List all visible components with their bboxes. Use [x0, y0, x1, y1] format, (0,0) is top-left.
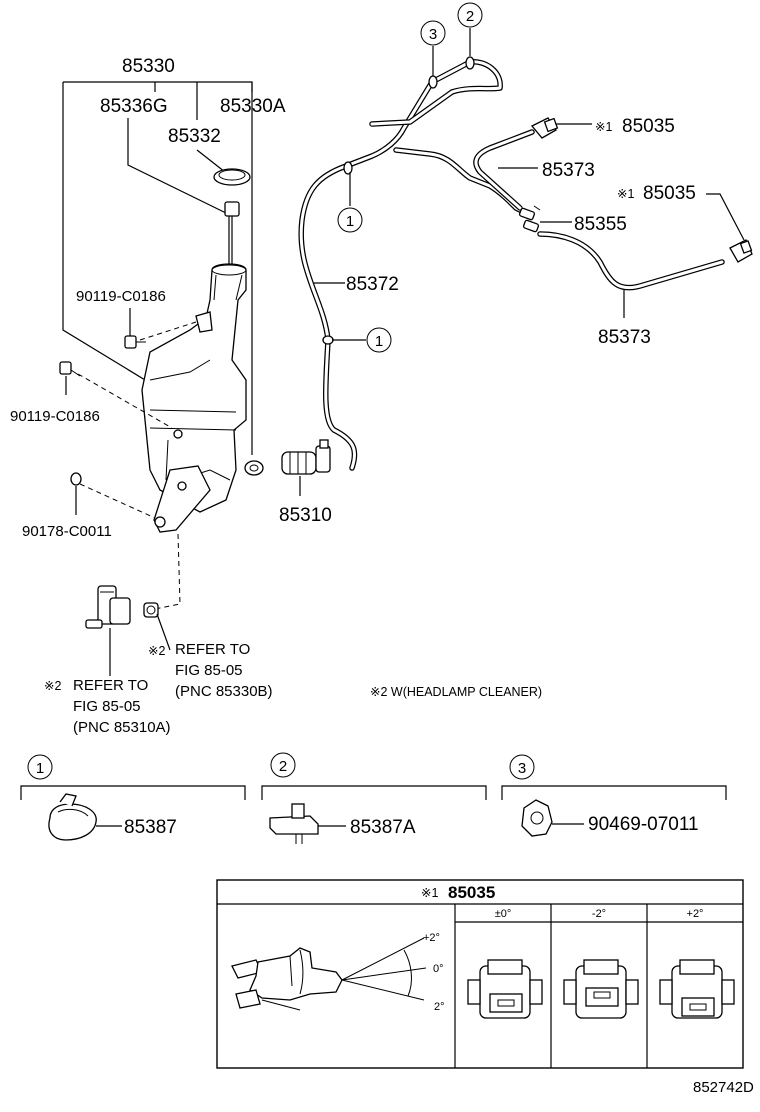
dashed-bolt-lower — [77, 373, 173, 429]
joint-85355 — [518, 205, 541, 233]
dashed-to-pump — [149, 533, 181, 611]
ref-left-line3: (PNC 85310A) — [73, 719, 171, 736]
leader-85330-left — [62, 82, 151, 384]
dashed-bolt-upper — [139, 321, 197, 341]
callout-3: 3 — [420, 20, 446, 76]
label-85336G: 85336G — [100, 96, 168, 117]
pump-85310A — [85, 585, 131, 629]
nozzle-85035-lower — [729, 239, 753, 263]
label-85310: 85310 — [279, 505, 332, 526]
angle-minus: 2° — [434, 1001, 445, 1013]
grommet-85330B — [143, 602, 159, 618]
mark1-upper: ※1 — [595, 120, 612, 134]
washer-pump-85310 — [281, 439, 331, 475]
label-85355: 85355 — [574, 214, 627, 235]
svg-text:1: 1 — [36, 760, 44, 777]
ref-right-line3: (PNC 85330B) — [175, 683, 273, 700]
note-headlamp-cleaner: ※2 W(HEADLAMP CLEANER) — [370, 685, 542, 699]
clip-90469 — [521, 799, 553, 837]
ref-left-line1: REFER TO — [73, 677, 148, 694]
svg-text:3: 3 — [518, 760, 526, 777]
nozzle-front-plus — [659, 959, 735, 1019]
svg-text:1: 1 — [346, 213, 354, 230]
nozzle-angle-table: ※1 85035 ±0° -2° +2° +2° 0° 2° — [216, 879, 744, 1069]
label-85373-lower: 85373 — [598, 327, 651, 348]
svg-text:2: 2 — [466, 8, 474, 25]
washer-reservoir — [141, 263, 247, 513]
detail-3: 3 90469-07011 — [501, 754, 727, 837]
svg-text:1: 1 — [375, 333, 383, 350]
nozzle-front-minus — [563, 959, 639, 1019]
mark1-lower: ※1 — [617, 187, 634, 201]
detail-1: 1 85387 — [20, 754, 246, 841]
detail-2: 2 85387A — [261, 752, 487, 844]
ref-left-line2: FIG 85-05 — [73, 698, 141, 715]
svg-text:3: 3 — [429, 26, 437, 43]
label-85330: 85330 — [122, 56, 175, 77]
callout-1-lower: 1 — [332, 327, 392, 353]
ref-right-line2: FIG 85-05 — [175, 662, 243, 679]
grommet-85330A — [244, 460, 264, 476]
table-title-mark: ※1 — [421, 886, 438, 900]
label-85373-upper: 85373 — [542, 160, 595, 181]
bolt-upper — [124, 335, 146, 349]
level-sensor — [224, 201, 240, 268]
hose-routing — [298, 59, 725, 471]
label-90469: 90469-07011 — [588, 814, 699, 835]
leader-85330B — [156, 613, 171, 651]
label-90178: 90178-C0011 — [22, 523, 112, 540]
spray-angle-lines — [341, 937, 427, 1001]
pump-ref-group: ※2 REFER TO FIG 85-05 (PNC 85330B) ※2 RE… — [44, 585, 273, 736]
angle-plus: +2° — [423, 932, 440, 944]
table-title: 85035 — [448, 883, 495, 902]
nozzle-front-zero — [467, 959, 543, 1019]
tab-upper — [195, 311, 213, 333]
reservoir-bracket — [153, 465, 211, 533]
mark2-left: ※2 — [44, 679, 61, 693]
nozzle-side-view — [231, 947, 343, 1011]
label-85330A: 85330A — [220, 96, 286, 117]
clip-85387 — [48, 793, 97, 841]
leader-85035-lower — [706, 193, 745, 241]
callout-1-upper: 1 — [337, 172, 363, 233]
callout-2: 2 — [457, 2, 483, 56]
label-85387: 85387 — [124, 817, 177, 838]
label-85372: 85372 — [346, 274, 399, 295]
mark2-right: ※2 — [148, 644, 165, 658]
col-plus: +2° — [687, 908, 704, 920]
col-zero: ±0° — [495, 908, 512, 920]
hose-clip-markers — [322, 56, 475, 345]
clip-85387A — [269, 803, 319, 844]
clip-90178 — [70, 472, 82, 486]
diagram-id: 852742D — [693, 1079, 754, 1096]
nozzle-85035-upper — [530, 117, 559, 139]
label-85035-lower: 85035 — [643, 183, 696, 204]
reservoir-cap — [213, 168, 251, 186]
label-bolt-lower: 90119-C0186 — [10, 408, 100, 425]
leader-85332 — [196, 149, 226, 173]
leader-85336G — [127, 118, 229, 215]
label-85035-upper: 85035 — [622, 116, 675, 137]
col-minus: -2° — [592, 908, 606, 920]
svg-text:2: 2 — [279, 758, 287, 775]
dashed-clip — [79, 483, 156, 519]
label-85387A: 85387A — [350, 817, 416, 838]
bolt-lower — [59, 361, 81, 377]
label-85332: 85332 — [168, 126, 221, 147]
label-bolt-upper: 90119-C0186 — [76, 288, 166, 305]
reservoir-group: 85330 85336G 85330A 85332 — [10, 56, 286, 611]
angle-zero: 0° — [433, 963, 444, 975]
ref-right-line1: REFER TO — [175, 641, 250, 658]
